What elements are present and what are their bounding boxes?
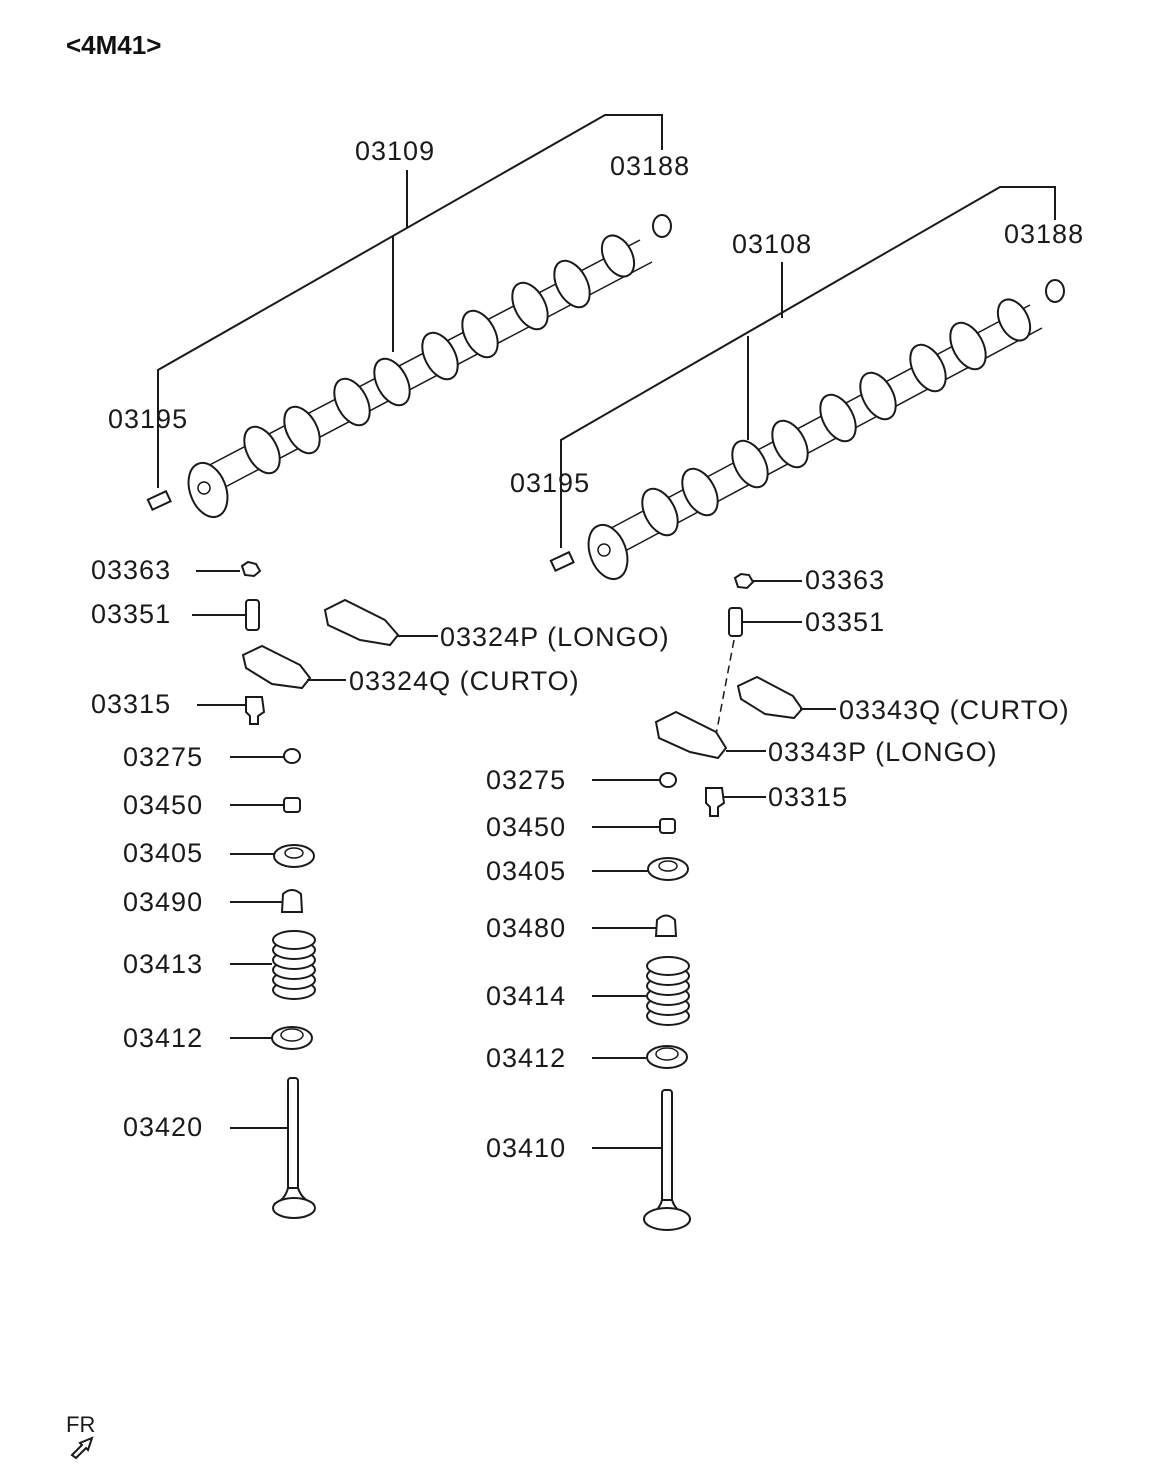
label-left-cap: 03275 <box>123 742 203 772</box>
label-right-seal: 03480 <box>486 913 566 943</box>
left-adjust-nut <box>240 560 262 578</box>
label-right-seat: 03412 <box>486 1043 566 1073</box>
right-valve <box>643 1089 691 1231</box>
label-exhaust-cam-bushing: 03188 <box>1004 219 1084 249</box>
right-valve-spring <box>646 956 690 1026</box>
label-left-valve: 03420 <box>123 1112 203 1142</box>
exhaust-cam-flange <box>587 523 629 581</box>
intake-cam-flange <box>187 461 229 519</box>
left-valve-spring <box>272 930 316 1000</box>
intake-cam-lobes <box>243 234 636 475</box>
label-right-spring: 03414 <box>486 981 566 1011</box>
label-right-nut: 03363 <box>805 565 885 595</box>
label-left-cotter: 03450 <box>123 790 203 820</box>
label-left-nut: 03363 <box>91 555 171 585</box>
right-valve-seal <box>654 914 678 937</box>
label-intake-camshaft: 03109 <box>355 136 435 166</box>
label-right-rocker-long: 03343P (LONGO) <box>768 737 998 767</box>
label-right-rocker-short: 03343Q (CURTO) <box>839 695 1070 725</box>
left-rocker-arm-short <box>241 644 312 690</box>
label-left-spring: 03413 <box>123 949 203 979</box>
left-valve <box>272 1077 316 1219</box>
label-exhaust-cam-pin: 03195 <box>510 468 590 498</box>
exhaust-cam-lobes <box>641 298 1032 537</box>
label-intake-cam-bushing: 03188 <box>610 151 690 181</box>
exhaust-camshaft-group <box>549 186 1065 581</box>
label-right-retainer: 03405 <box>486 856 566 886</box>
label-left-retainer: 03405 <box>123 838 203 868</box>
right-spring-seat <box>646 1045 688 1069</box>
left-valve-cotter <box>283 797 301 813</box>
front-arrow-icon <box>70 1436 94 1460</box>
label-intake-cam-pin: 03195 <box>108 404 188 434</box>
label-left-rocker-short: 03324Q (CURTO) <box>349 666 580 696</box>
label-left-pivot: 03315 <box>91 689 171 719</box>
label-right-adjust-screw: 03351 <box>805 607 885 637</box>
left-valve-cap <box>283 748 301 764</box>
right-spring-retainer <box>647 857 689 881</box>
right-rocker-arm-long <box>654 710 728 760</box>
left-pivot <box>245 696 266 725</box>
diagram-title: <4M41> <box>66 30 161 60</box>
exhaust-cam-bushing <box>1045 279 1065 303</box>
label-left-seal: 03490 <box>123 887 203 917</box>
label-left-rocker-long: 03324P (LONGO) <box>440 622 670 652</box>
left-adjust-screw <box>245 599 260 631</box>
label-right-cap: 03275 <box>486 765 566 795</box>
right-pivot <box>705 787 726 817</box>
right-adjust-screw <box>728 607 743 637</box>
label-left-seat: 03412 <box>123 1023 203 1053</box>
right-rocker-arm-short <box>736 675 804 720</box>
right-valve-cap <box>659 772 677 788</box>
intake-cam-bushing <box>652 214 672 238</box>
fr-label: FR <box>66 1412 95 1437</box>
left-rocker-arm-long <box>323 598 400 647</box>
left-valve-seal <box>280 889 304 913</box>
right-valve-cotter <box>659 818 676 834</box>
label-right-pivot: 03315 <box>768 782 848 812</box>
label-right-cotter: 03450 <box>486 812 566 842</box>
right-adjust-nut <box>733 572 755 590</box>
label-right-valve: 03410 <box>486 1133 566 1163</box>
intake-camshaft-group <box>146 114 672 519</box>
left-spring-retainer <box>273 844 315 868</box>
intake-cam-pin <box>146 489 172 511</box>
left-spring-seat <box>271 1026 313 1050</box>
exhaust-cam-pin <box>549 550 575 572</box>
label-left-adjust-screw: 03351 <box>91 599 171 629</box>
label-exhaust-camshaft: 03108 <box>732 229 812 259</box>
